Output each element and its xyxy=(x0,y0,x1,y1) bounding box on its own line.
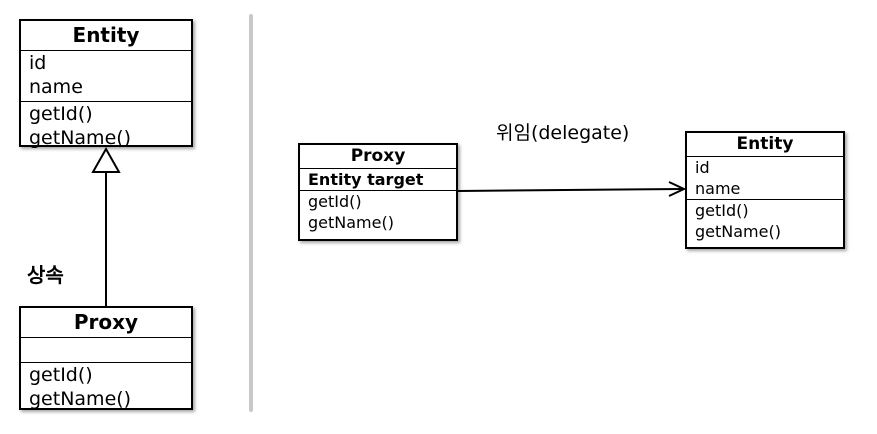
delegation-line xyxy=(457,188,684,192)
inheritance-label: 상속 xyxy=(27,263,64,287)
class-title: Entity xyxy=(21,21,191,51)
class-methods: getId() getName() xyxy=(300,191,456,233)
class-methods: getId() getName() xyxy=(21,102,191,150)
field: name xyxy=(695,179,741,198)
class-methods: getId() getName() xyxy=(21,363,191,411)
method: getId() xyxy=(695,201,749,220)
class-fields: Entity target xyxy=(300,169,456,191)
right-entity-class: Entity id name getId() getName() xyxy=(685,131,845,249)
method: getId() xyxy=(308,192,362,211)
inheritance-arrowhead xyxy=(91,146,121,173)
method: getName() xyxy=(695,222,781,241)
panel-divider xyxy=(249,14,253,412)
left-entity-class: Entity id name getId() getName() xyxy=(19,19,193,150)
method: getName() xyxy=(308,213,394,232)
method: getId() xyxy=(29,103,93,125)
class-fields: id name xyxy=(21,51,191,102)
delegation-arrowhead xyxy=(668,181,687,197)
class-fields xyxy=(21,338,191,363)
class-fields: id name xyxy=(687,157,843,200)
method: getId() xyxy=(29,364,93,386)
left-proxy-class: Proxy getId() getName() xyxy=(19,306,193,410)
method: getName() xyxy=(29,127,132,149)
right-proxy-class: Proxy Entity target getId() getName() xyxy=(298,143,458,241)
delegation-label: 위임(delegate) xyxy=(496,122,630,144)
field: id xyxy=(695,158,710,177)
class-methods: getId() getName() xyxy=(687,200,843,242)
class-title: Proxy xyxy=(21,308,191,338)
method: getName() xyxy=(29,388,132,410)
field: Entity target xyxy=(308,170,424,189)
field: name xyxy=(29,76,83,98)
field: id xyxy=(29,52,47,74)
class-title: Entity xyxy=(687,133,843,157)
class-title: Proxy xyxy=(300,145,456,169)
